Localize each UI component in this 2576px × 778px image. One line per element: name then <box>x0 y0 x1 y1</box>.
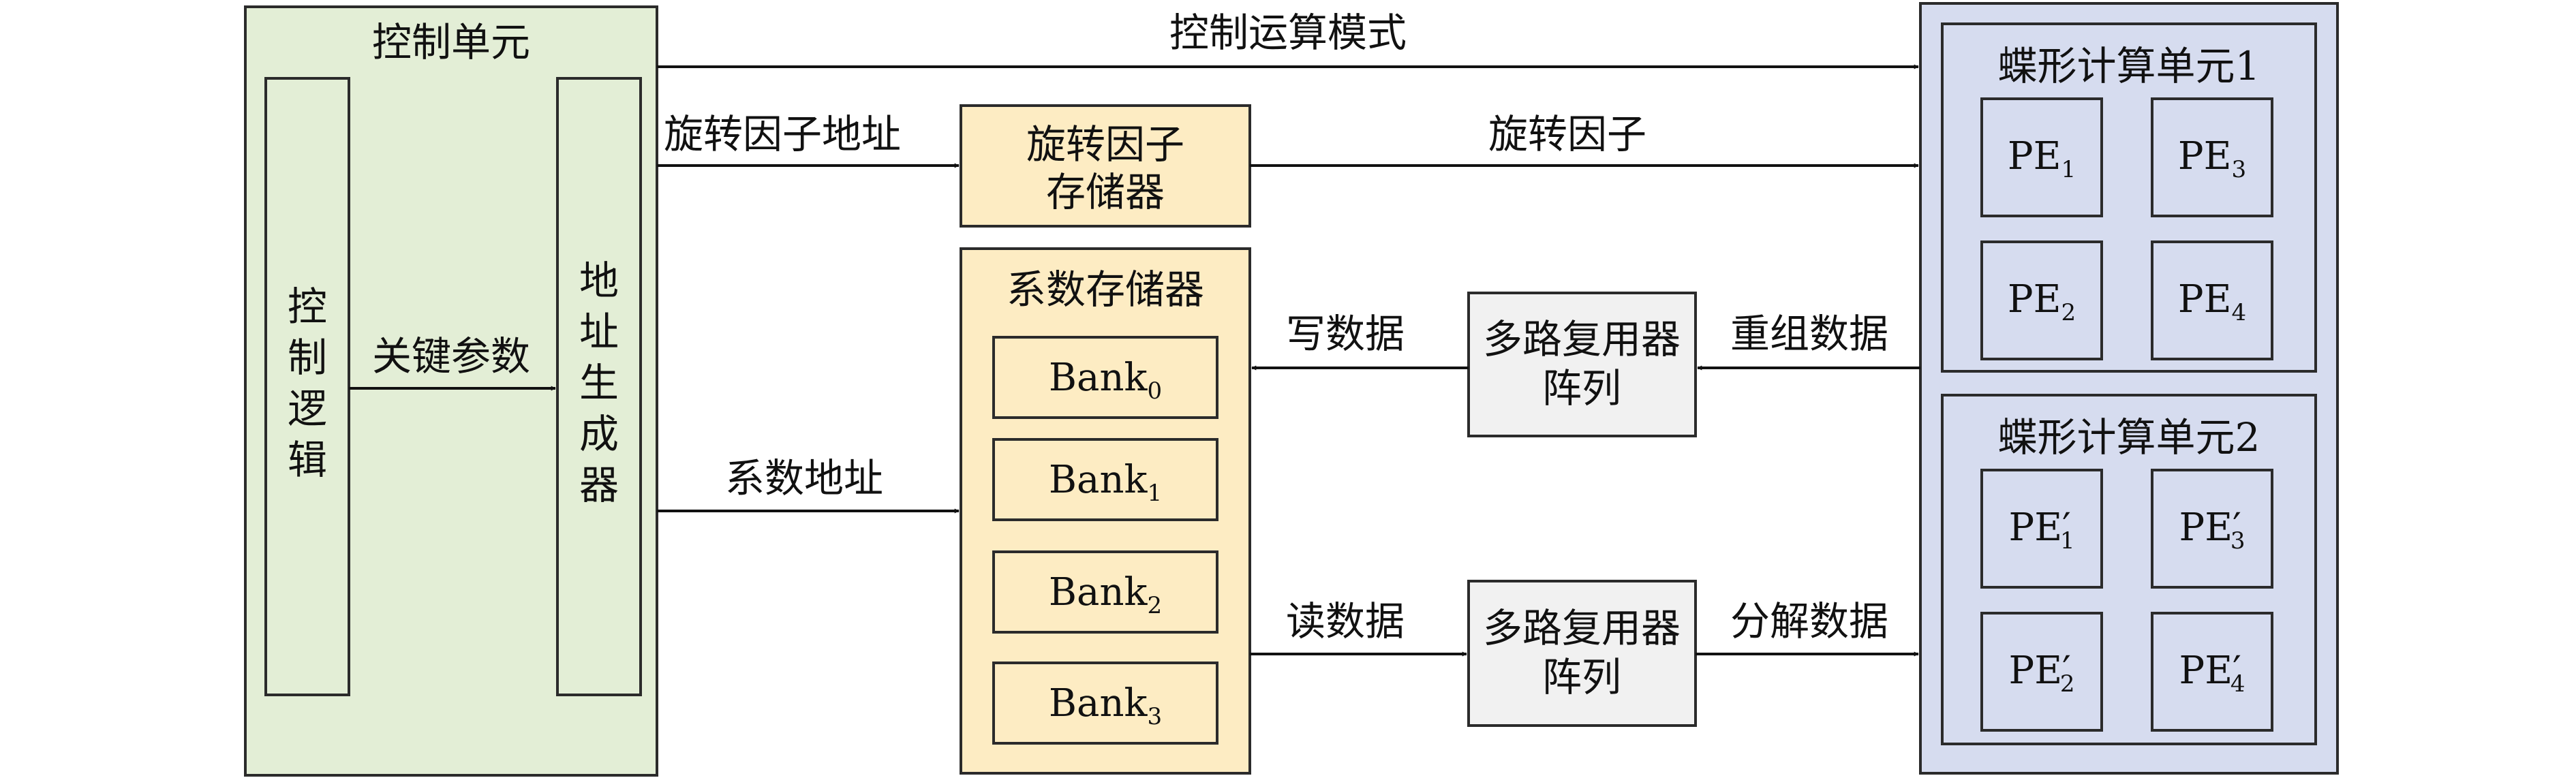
mux-array-bottom-line2: 阵列 <box>1542 654 1621 700</box>
address-generator-char-4: 成 <box>579 411 619 457</box>
bank-0-box <box>992 336 1218 419</box>
mux-array-bottom-box <box>1467 580 1697 727</box>
coefficient-address-label: 系数地址 <box>725 455 883 501</box>
pe-1-box <box>1980 97 2103 217</box>
mux-array-bottom-line1: 多路复用器 <box>1483 605 1681 651</box>
pe-2-prime-box <box>1980 612 2103 732</box>
address-generator-char-2: 址 <box>579 309 619 355</box>
bank-3-box <box>992 662 1218 745</box>
address-generator-box <box>556 77 642 696</box>
control-logic-char-3: 逻 <box>288 386 327 432</box>
control-logic-char-2: 制 <box>288 334 327 381</box>
mux-array-top-line2: 阵列 <box>1542 365 1621 411</box>
pe-3-prime-label: PE′3 <box>2179 505 2245 555</box>
bank-2-box <box>992 550 1218 634</box>
pe-2-label: PE2 <box>2008 277 2076 326</box>
address-generator-char-5: 器 <box>579 462 619 508</box>
pe-1-label: PE1 <box>2008 134 2076 183</box>
control-logic-label: 控 制 逻 辑 <box>288 283 327 483</box>
key-params-label: 关键参数 <box>372 333 530 379</box>
decomp-data-label: 分解数据 <box>1730 598 1888 644</box>
control-unit: 控制单元 控 制 逻 辑 地 址 生 成 器 关键参数 <box>244 5 658 777</box>
twiddle-memory-label-line2: 存储器 <box>1046 169 1165 215</box>
write-data-label: 写数据 <box>1286 311 1405 357</box>
pe-4-label: PE4 <box>2178 277 2246 326</box>
pe-3-box <box>2151 97 2273 217</box>
control-mode-label: 控制运算模式 <box>1169 10 1407 56</box>
pe-4-box <box>2151 240 2273 360</box>
control-logic-char-1: 控 <box>288 283 327 330</box>
twiddle-memory-box <box>960 104 1251 228</box>
coefficient-memory: 系数存储器 Bank0 Bank1 Bank2 Bank3 <box>960 247 1251 775</box>
pe-3-prime-box <box>2151 469 2273 589</box>
pe-4-prime-box <box>2151 612 2273 732</box>
address-generator-label: 地 址 生 成 器 <box>579 258 619 508</box>
twiddle-address-label: 旋转因子地址 <box>664 111 901 157</box>
pe-2-prime-label: PE′2 <box>2009 649 2075 698</box>
pe-1-prime-label: PE′1 <box>2009 505 2075 555</box>
butterfly-unit-1: 蝶形计算单元1 PE1 PE3 PE2 PE4 <box>1941 22 2317 373</box>
butterfly-unit-1-title: 蝶形计算单元1 <box>1998 43 2260 89</box>
control-unit-title: 控制单元 <box>372 19 530 65</box>
butterfly-unit-2-title: 蝶形计算单元2 <box>1998 414 2260 461</box>
twiddle-factor-label: 旋转因子 <box>1488 111 1646 157</box>
reorg-data-label: 重组数据 <box>1730 311 1888 357</box>
control-logic-char-4: 辑 <box>288 437 327 483</box>
bank-1-box <box>992 438 1218 521</box>
twiddle-memory-label-line1: 旋转因子 <box>1026 121 1184 168</box>
read-data-label: 读数据 <box>1286 598 1405 644</box>
control-logic-box <box>264 77 350 696</box>
pe-4-prime-label: PE′4 <box>2179 649 2245 698</box>
mux-array-top-line1: 多路复用器 <box>1483 316 1681 362</box>
mux-array-top-box <box>1467 292 1697 437</box>
address-generator-char-3: 生 <box>579 360 619 406</box>
bank-2-label: Bank2 <box>1049 570 1162 619</box>
bank-0-label: Bank0 <box>1049 356 1162 405</box>
butterfly-unit-2: 蝶形计算单元2 PE′1 PE′3 PE′2 PE′4 <box>1941 394 2317 745</box>
pe-3-label: PE3 <box>2178 134 2246 183</box>
bank-1-label: Bank1 <box>1049 458 1162 507</box>
address-generator-char-1: 地 <box>579 258 619 304</box>
coefficient-memory-title: 系数存储器 <box>1007 266 1204 313</box>
pe-1-prime-box <box>1980 469 2103 589</box>
bank-3-label: Bank3 <box>1049 681 1162 730</box>
pe-2-box <box>1980 240 2103 360</box>
